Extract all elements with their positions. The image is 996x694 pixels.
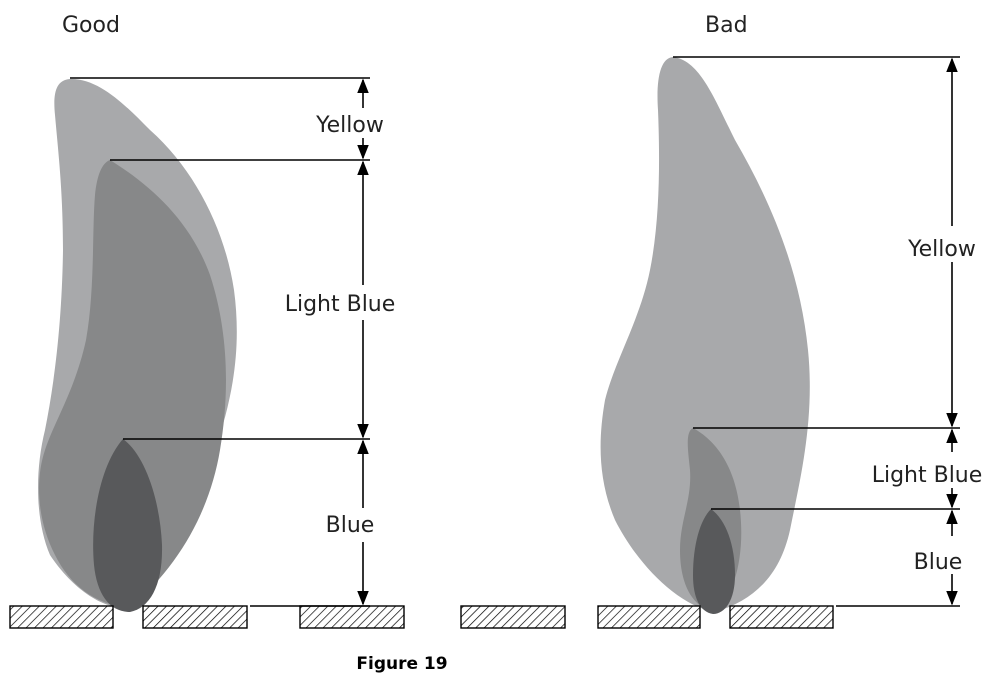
good-flame xyxy=(38,78,237,612)
middle-burner-plate-right xyxy=(460,605,566,629)
middle-burner-plate-left xyxy=(299,605,405,629)
bad-flame-yellow-zone xyxy=(600,57,810,612)
good-label-light-blue: Light Blue xyxy=(285,292,396,317)
bad-dimension-lines xyxy=(673,56,960,607)
bad-label-blue: Blue xyxy=(914,550,963,575)
bad-burner-plate-right xyxy=(729,605,834,629)
good-burner-plate-left xyxy=(9,605,114,629)
good-dimension-lines xyxy=(70,77,370,607)
good-flame-light-blue-zone xyxy=(39,160,226,608)
good-label-yellow: Yellow xyxy=(315,113,384,138)
bad-label-yellow: Yellow xyxy=(907,237,976,262)
bad-title: Bad xyxy=(705,13,748,38)
good-flame-blue-zone xyxy=(93,439,163,612)
bad-label-light-blue: Light Blue xyxy=(872,463,983,488)
good-title: Good xyxy=(62,13,120,38)
bad-flame-blue-zone xyxy=(693,509,735,614)
figure-caption: Figure 19 xyxy=(356,654,447,674)
bad-burner-plate-left xyxy=(597,605,701,629)
bad-flame xyxy=(600,57,810,614)
good-label-blue: Blue xyxy=(326,513,375,538)
good-burner-plate-right xyxy=(142,605,248,629)
